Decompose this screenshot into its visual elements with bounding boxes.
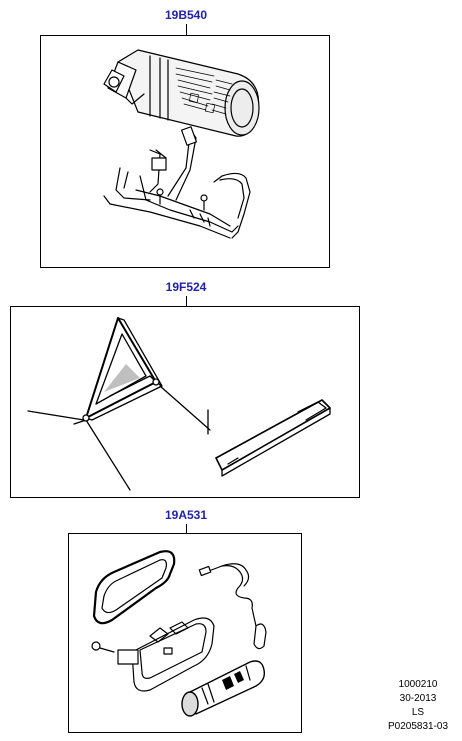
reference-date: 30-2013 bbox=[399, 693, 437, 704]
reference-code: 1000210 bbox=[398, 679, 438, 690]
part-callout-19a531[interactable]: 19A531 bbox=[164, 508, 208, 522]
leader-line bbox=[186, 296, 187, 306]
leader-line bbox=[186, 524, 187, 533]
leader-line bbox=[186, 24, 187, 35]
reference-market: LS bbox=[411, 707, 425, 718]
part-callout-19f524[interactable]: 19F524 bbox=[165, 280, 207, 294]
part-callout-19b540[interactable]: 19B540 bbox=[164, 8, 208, 22]
drawing-reference: 1000210 30-2013 LS P0205831-03 bbox=[383, 678, 453, 734]
reference-drawing-number: P0205831-03 bbox=[387, 721, 449, 732]
part-panel-19f524 bbox=[10, 306, 360, 498]
